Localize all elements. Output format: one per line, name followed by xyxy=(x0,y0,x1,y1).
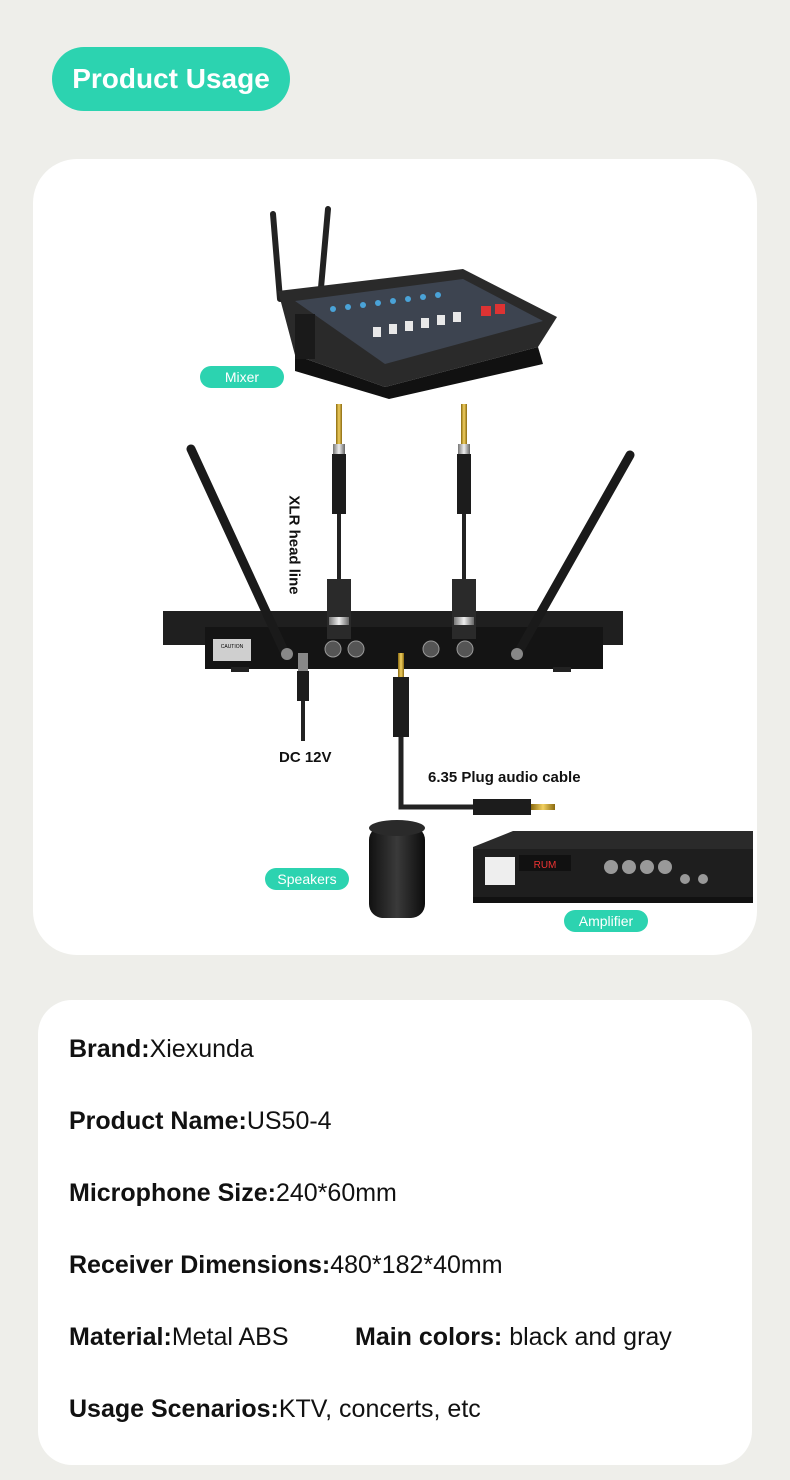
spec-usage-scenarios-label: Usage Scenarios: xyxy=(69,1395,279,1423)
plug-audio-cable-label: 6.35 Plug audio cable xyxy=(428,769,581,786)
speaker-image xyxy=(369,820,425,918)
antenna-right xyxy=(513,450,635,658)
antenna-left-base xyxy=(281,648,293,660)
dc-power-cable xyxy=(297,653,309,741)
spec-material-value: Metal ABS xyxy=(171,1323,289,1351)
amplifier-image: RUM xyxy=(473,831,753,903)
antenna-left xyxy=(186,444,290,658)
spec-product-name-label: Product Name: xyxy=(69,1107,247,1135)
spec-brand-label: Brand: xyxy=(69,1035,150,1063)
spec-microphone-size-value: 240*60mm xyxy=(275,1179,397,1207)
mixer-image xyxy=(270,206,557,399)
spec-main-colors: Main colors: black and gray xyxy=(355,1323,672,1352)
spec-usage-scenarios: Usage Scenarios:KTV, concerts, etc xyxy=(69,1395,481,1424)
spec-main-colors-label: Main colors: xyxy=(355,1323,503,1351)
mixer-tag: Mixer xyxy=(200,366,284,388)
antenna-right-base xyxy=(511,648,523,660)
receiver-unit: CAUTION xyxy=(163,611,623,672)
spec-brand-value: Xiexunda xyxy=(149,1035,254,1063)
spec-receiver-dimensions: Receiver Dimensions:480*182*40mm xyxy=(69,1251,503,1280)
section-title: Product Usage xyxy=(52,47,290,111)
spec-product-name-value: US50-4 xyxy=(246,1107,332,1135)
caution-label: CAUTION xyxy=(221,644,244,650)
spec-brand: Brand:Xiexunda xyxy=(69,1035,254,1064)
dc-12v-label: DC 12V xyxy=(279,749,332,766)
spec-receiver-dimensions-value: 480*182*40mm xyxy=(330,1251,503,1279)
plug-audio-cable xyxy=(393,653,555,815)
spec-product-name: Product Name:US50-4 xyxy=(69,1107,332,1136)
spec-microphone-size: Microphone Size:240*60mm xyxy=(69,1179,397,1208)
xlr-head-line-label: XLR head line xyxy=(285,495,303,595)
spec-usage-scenarios-value: KTV, concerts, etc xyxy=(278,1395,481,1423)
speakers-tag: Speakers xyxy=(265,868,349,890)
spec-main-colors-value: black and gray xyxy=(502,1323,672,1351)
spec-microphone-size-label: Microphone Size: xyxy=(69,1179,276,1207)
spec-material: Material:Metal ABS xyxy=(69,1323,289,1352)
spec-card xyxy=(38,1000,752,1465)
xlr-cable-left xyxy=(327,404,351,639)
spec-receiver-dimensions-label: Receiver Dimensions: xyxy=(69,1251,331,1279)
amp-display-text: RUM xyxy=(534,860,557,871)
amplifier-tag: Amplifier xyxy=(564,910,648,932)
spec-material-label: Material: xyxy=(69,1323,172,1351)
xlr-cable-right xyxy=(452,404,476,639)
connection-diagram: CAUTION xyxy=(163,206,753,918)
